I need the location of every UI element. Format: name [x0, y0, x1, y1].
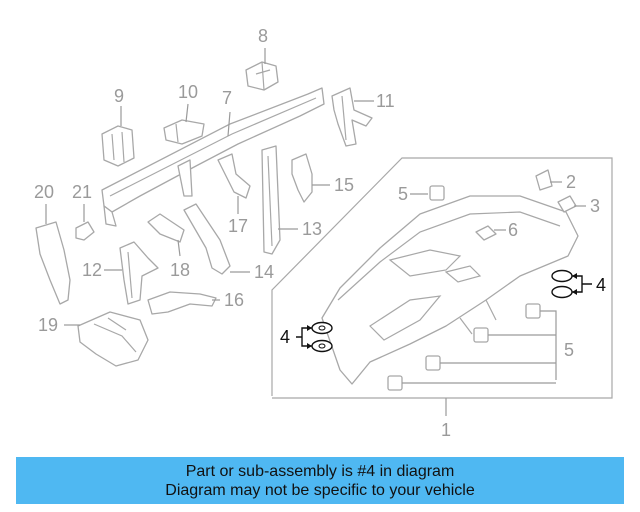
callout-15: 15	[334, 175, 354, 195]
part-11-bracket	[331, 87, 373, 147]
part-12-bracket	[119, 241, 159, 305]
part-16-duct	[147, 291, 217, 315]
part-6-vent	[475, 225, 497, 241]
part-5-clip-top	[429, 185, 445, 201]
part-8-bracket	[245, 61, 279, 91]
callout-19: 19	[38, 315, 58, 335]
part-10-bracket	[163, 119, 205, 145]
callout-1: 1	[441, 420, 451, 440]
callout-7: 7	[222, 88, 232, 108]
callout-12: 12	[82, 260, 102, 280]
callout-21: 21	[72, 182, 92, 202]
part-14-brace	[183, 203, 231, 275]
callout-11: 11	[376, 91, 395, 111]
callout-6: 6	[508, 220, 518, 240]
part-15-bracket	[291, 153, 313, 203]
part-1-instrument-panel	[321, 195, 579, 385]
banner-line-2: Diagram may not be specific to your vehi…	[165, 481, 475, 499]
callout-13: 13	[302, 219, 322, 239]
part-17-brace	[217, 153, 251, 199]
part-18-bracket	[147, 213, 185, 243]
callout-20: 20	[34, 182, 54, 202]
callout-4-left: 4	[280, 327, 290, 347]
callout-8: 8	[258, 26, 268, 46]
callout-2: 2	[566, 172, 576, 192]
instrument-panel-box	[271, 157, 613, 399]
part-9-bracket	[101, 125, 135, 167]
part-19-console-bracket	[77, 311, 149, 367]
part-7-crosscar-beam	[101, 87, 325, 227]
part-20-side-panel	[35, 221, 71, 305]
banner-line-1: Part or sub-assembly is #4 in diagram	[185, 462, 455, 480]
part-2-clip	[535, 169, 553, 191]
callout-9: 9	[114, 86, 124, 106]
callout-3: 3	[590, 196, 600, 216]
part-21-clip	[75, 221, 95, 241]
callout-17: 17	[228, 216, 248, 236]
callout-5-right: 5	[564, 340, 574, 360]
part-4-fasteners-right	[551, 269, 573, 299]
callout-18: 18	[170, 260, 190, 280]
part-4-fasteners-left	[311, 321, 333, 353]
callout-16: 16	[224, 290, 244, 310]
callout-10: 10	[178, 82, 198, 102]
callout-5-top: 5	[398, 184, 408, 204]
part-13-pillar	[261, 145, 281, 255]
part-5-clips	[387, 303, 541, 391]
callout-14: 14	[254, 262, 274, 282]
callout-4-right: 4	[596, 275, 606, 295]
info-banner: Part or sub-assembly is #4 in diagram Di…	[16, 457, 624, 504]
